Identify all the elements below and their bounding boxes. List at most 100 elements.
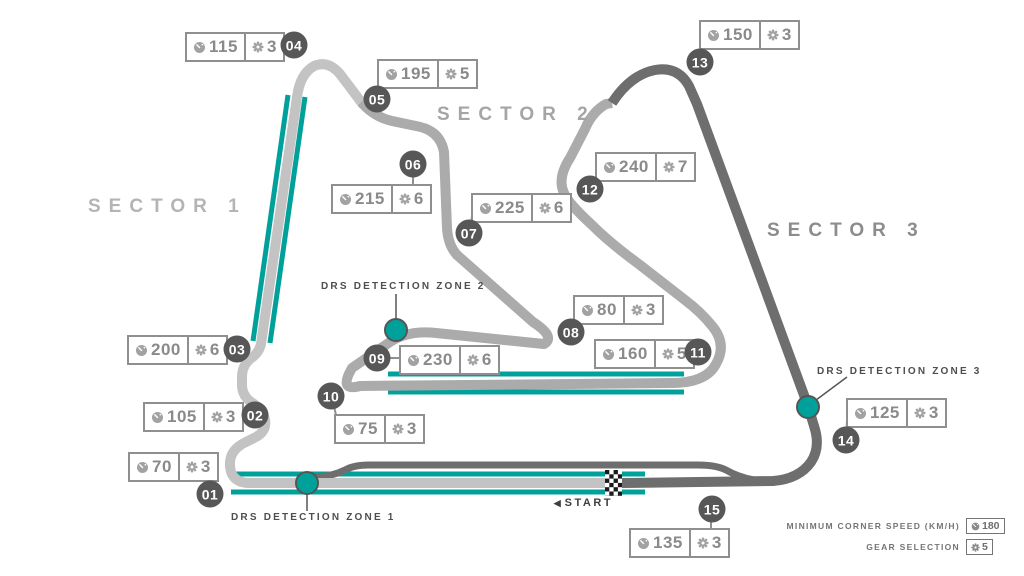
- corner-gear-value: 3: [200, 457, 211, 476]
- corner-speed-cell: 215: [333, 186, 391, 212]
- corner-info-box-04: 115 3: [185, 32, 285, 62]
- corner-badge-07: 07: [455, 219, 483, 247]
- corner-speed-cell: 150: [701, 22, 759, 48]
- corner-gear-cell: 5: [439, 61, 476, 87]
- track-sector-3-path: [607, 64, 822, 488]
- corner-speed-cell: 80: [575, 297, 623, 323]
- corner-speed-cell: 230: [401, 347, 459, 373]
- corner-info-box-06: 215 6: [331, 184, 432, 214]
- gear-icon: [539, 202, 551, 214]
- legend-min-speed-box: 180: [966, 518, 1005, 534]
- corner-badge-03: 03: [223, 335, 251, 363]
- start-finish-flag: [605, 470, 622, 496]
- start-arrow-icon: ◀: [553, 498, 561, 508]
- corner-info-box-05: 195 5: [377, 59, 478, 89]
- box-divider: [905, 400, 908, 426]
- corner-gear-value: 6: [553, 198, 564, 217]
- drs-detection-dot-1: [295, 471, 319, 495]
- gear-icon: [252, 41, 264, 53]
- corner-info-box-10: 75 3: [334, 414, 425, 444]
- corner-badge-11: 11: [684, 338, 712, 366]
- corner-badge-08: 08: [557, 318, 585, 346]
- corner-speed-cell: 195: [379, 61, 437, 87]
- speedometer-icon: [479, 202, 492, 215]
- corner-badge-14: 14: [832, 426, 860, 454]
- corner-gear-cell: 6: [533, 195, 570, 221]
- box-divider: [436, 61, 439, 87]
- corner-speed-cell: 75: [336, 416, 384, 442]
- corner-speed-value: 160: [618, 344, 648, 363]
- sector-1-label: SECTOR 1: [88, 196, 247, 217]
- gear-icon: [631, 304, 643, 316]
- corner-badge-05: 05: [363, 85, 391, 113]
- legend-min-speed-label: MINIMUM CORNER SPEED (KM/H): [786, 521, 960, 531]
- box-divider: [186, 337, 189, 363]
- corner-info-box-15: 135 3: [629, 528, 730, 558]
- gear-icon: [971, 542, 980, 552]
- corner-badge-01: 01: [196, 480, 224, 508]
- corner-gear-value: 3: [225, 407, 236, 426]
- corner-speed-value: 225: [495, 198, 525, 217]
- corner-gear-cell: 3: [761, 22, 798, 48]
- corner-speed-value: 230: [423, 350, 453, 369]
- corner-gear-cell: 3: [691, 530, 728, 556]
- corner-info-box-14: 125 3: [846, 398, 947, 428]
- gear-icon: [186, 461, 198, 473]
- corner-gear-value: 3: [711, 533, 722, 552]
- corner-info-box-12: 240 7: [595, 152, 696, 182]
- legend: MINIMUM CORNER SPEED (KM/H) 180 GEAR SEL…: [787, 518, 1006, 560]
- corner-badge-15: 15: [698, 495, 726, 523]
- gear-icon: [467, 354, 479, 366]
- sector-2-label: SECTOR 2: [437, 104, 596, 125]
- speedometer-icon: [342, 423, 355, 436]
- gear-icon: [445, 68, 457, 80]
- corner-info-box-03: 200 6: [127, 335, 228, 365]
- corner-speed-cell: 70: [130, 454, 178, 480]
- corner-speed-cell: 225: [473, 195, 531, 221]
- drs-stripe-left-straight-inner: [267, 96, 308, 344]
- gear-icon: [914, 407, 926, 419]
- speedometer-icon: [136, 461, 149, 474]
- corner-info-box-01: 70 3: [128, 452, 219, 482]
- speedometer-icon: [602, 348, 615, 361]
- corner-info-box-09: 230 6: [399, 345, 500, 375]
- drs-stripe-left-straight-outer: [250, 94, 291, 342]
- corner-speed-value: 240: [619, 157, 649, 176]
- corner-gear-cell: 6: [393, 186, 430, 212]
- corner-gear-cell: 3: [246, 34, 283, 60]
- legend-gear-box: 5: [966, 539, 993, 555]
- corner-speed-cell: 135: [631, 530, 689, 556]
- speedometer-icon: [707, 29, 720, 42]
- gear-icon: [697, 537, 709, 549]
- corner-gear-value: 7: [677, 157, 688, 176]
- legend-min-speed-value: 180: [982, 520, 1000, 532]
- track-sector-1-path: [224, 59, 618, 488]
- speedometer-icon: [637, 537, 650, 550]
- corner-info-box-07: 225 6: [471, 193, 572, 223]
- corner-speed-value: 80: [597, 300, 617, 319]
- corner-gear-cell: 3: [908, 400, 945, 426]
- corner-speed-cell: 105: [145, 404, 203, 430]
- speedometer-icon: [135, 344, 148, 357]
- corner-badge-09: 09: [363, 344, 391, 372]
- corner-speed-value: 200: [151, 340, 181, 359]
- corner-speed-cell: 200: [129, 337, 187, 363]
- corner-gear-value: 3: [266, 37, 277, 56]
- corner-speed-cell: 125: [848, 400, 906, 426]
- corner-badge-10: 10: [317, 382, 345, 410]
- corner-info-box-02: 105 3: [143, 402, 244, 432]
- drs-detection-zone-2-label: DRS DETECTION ZONE 2: [321, 281, 486, 292]
- corner-gear-value: 6: [481, 350, 492, 369]
- box-divider: [177, 454, 180, 480]
- corner-gear-value: 3: [928, 403, 939, 422]
- speedometer-icon: [193, 41, 206, 54]
- speedometer-icon: [581, 304, 594, 317]
- corner-gear-value: 6: [209, 340, 220, 359]
- drs-detection-dot-2: [384, 318, 408, 342]
- box-divider: [758, 22, 761, 48]
- corner-badge-04: 04: [280, 31, 308, 59]
- corner-speed-value: 125: [870, 403, 900, 422]
- corner-speed-value: 215: [355, 189, 385, 208]
